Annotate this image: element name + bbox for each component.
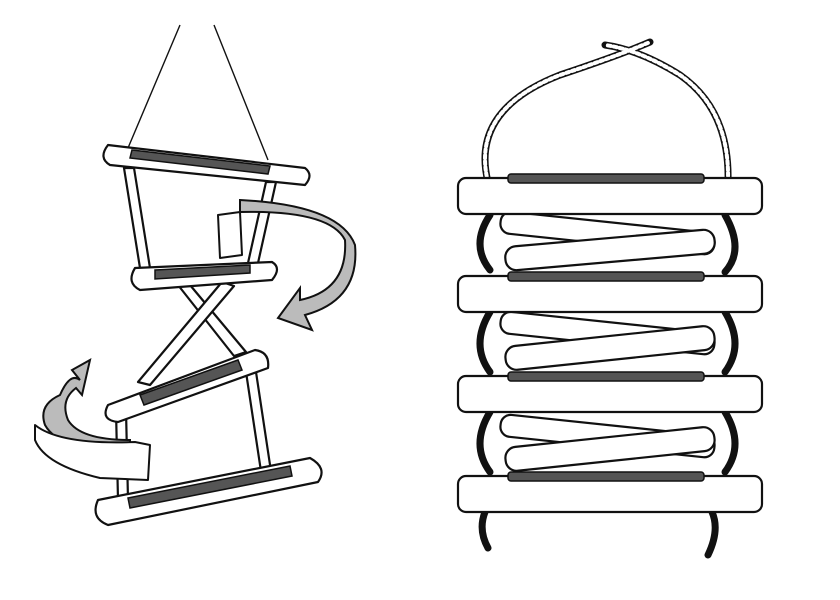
rotation-arrow-lower-icon bbox=[34, 358, 151, 481]
rails-upper bbox=[122, 166, 278, 274]
hanging-rope-right bbox=[213, 24, 269, 161]
rotation-arrow-upper-icon bbox=[217, 198, 357, 332]
rung-middle bbox=[130, 260, 279, 292]
hanging-rope-left bbox=[127, 24, 181, 149]
rollers bbox=[499, 210, 716, 472]
right-rung-2 bbox=[456, 271, 764, 314]
left-ladder-figure bbox=[34, 24, 357, 527]
rope-top-loop bbox=[481, 38, 732, 186]
right-ladder-figure bbox=[456, 38, 764, 559]
rung-lower bbox=[104, 348, 270, 424]
side-ropes bbox=[476, 211, 739, 559]
rung-top bbox=[102, 143, 311, 187]
right-rung-4 bbox=[456, 471, 764, 514]
right-rung-3 bbox=[456, 371, 764, 414]
rung-bottom bbox=[94, 456, 323, 527]
right-rung-1 bbox=[456, 173, 764, 216]
